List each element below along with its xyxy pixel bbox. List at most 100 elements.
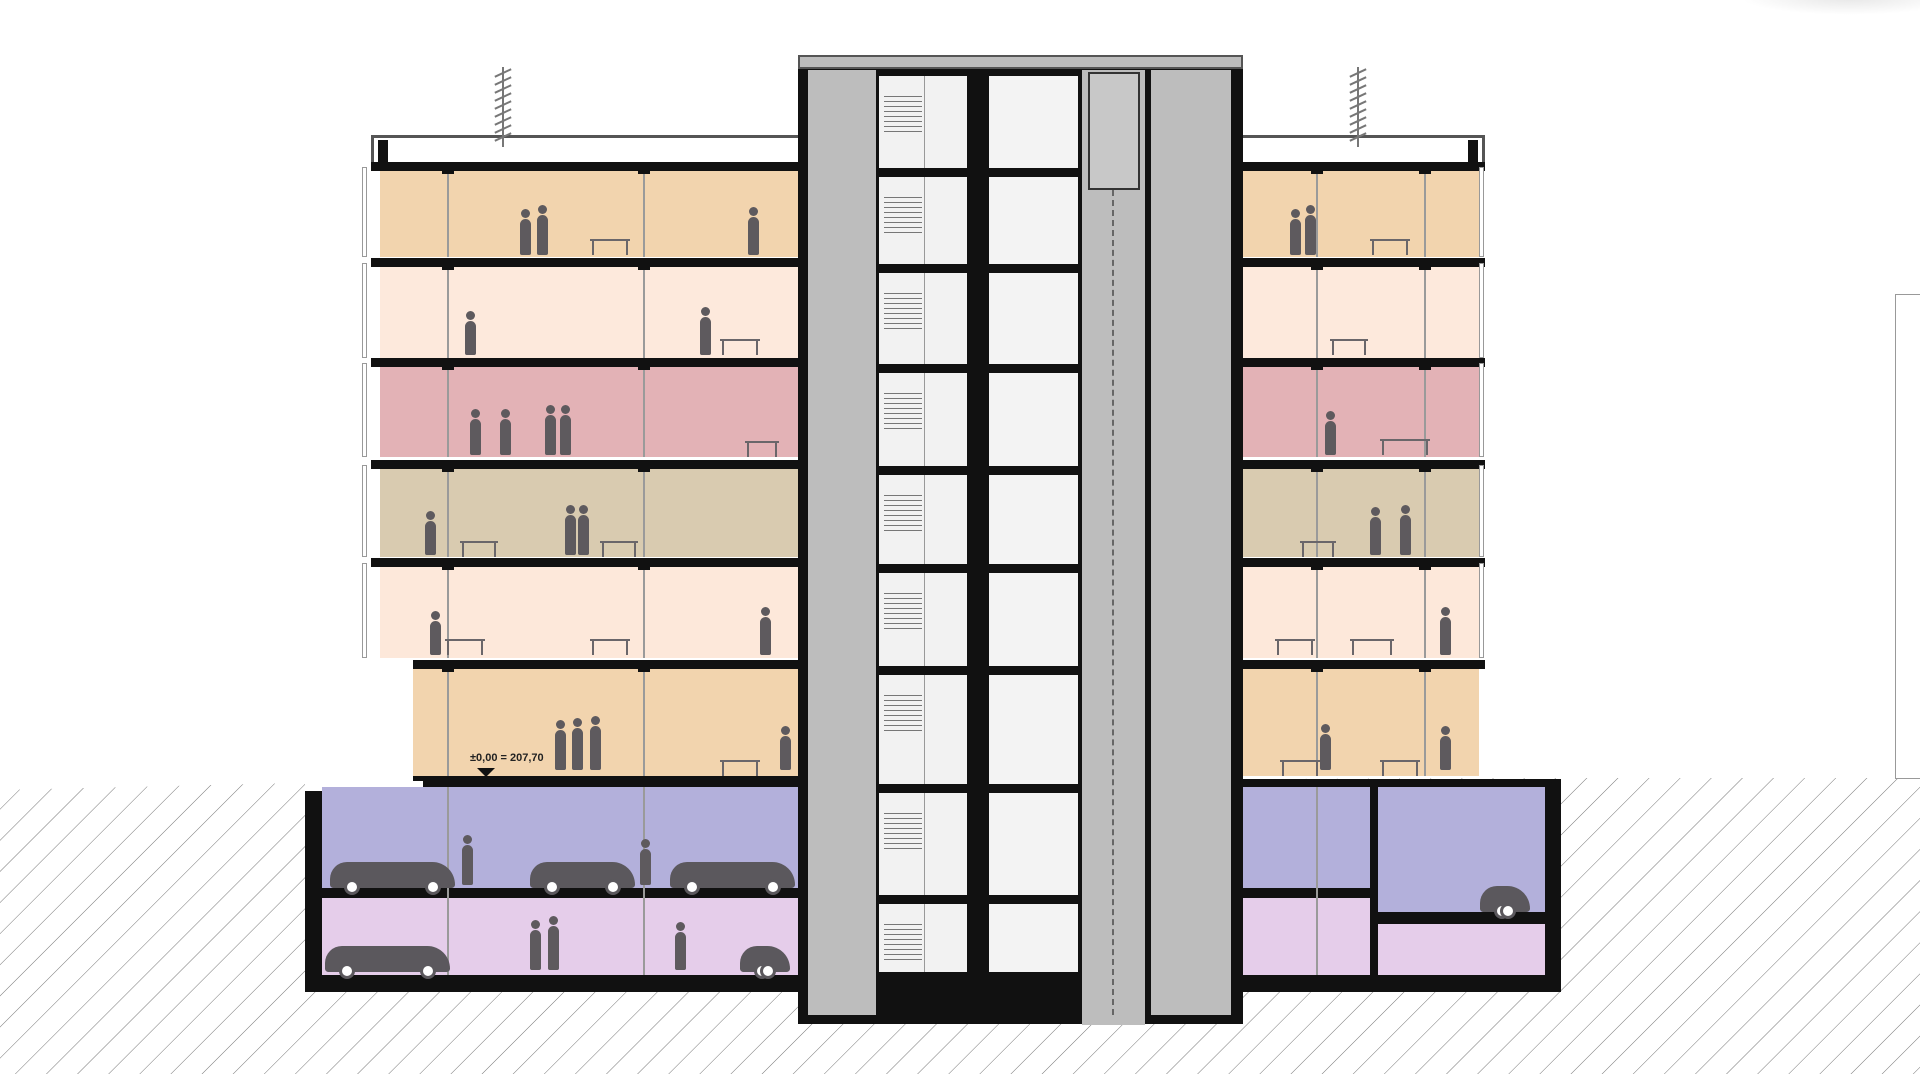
room-right-b1 [1239,787,1370,888]
column [1419,162,1431,174]
mullion [447,469,449,557]
stair-step [884,828,922,829]
lift-lobby [989,177,1078,264]
person-silhouette [545,405,556,455]
stair-step [884,730,922,731]
column [1419,558,1431,570]
room-right-floor_2 [1239,567,1479,658]
stair-step [884,428,922,429]
slab-left [371,162,802,171]
stair-step [884,323,922,324]
table-silhouette [1330,339,1368,355]
person-silhouette [1370,507,1381,555]
car-silhouette [530,862,635,895]
room-right-floor_5 [1239,267,1479,358]
stair-step [884,603,922,604]
stair-divider [924,475,925,564]
stair-divider [924,675,925,784]
mullion [1424,669,1426,776]
mullion [447,367,449,457]
stair-bay [879,475,967,564]
table-silhouette [720,339,760,355]
column [1419,460,1431,472]
stair-step [884,308,922,309]
table-silhouette [1280,760,1320,776]
facade-left [362,263,367,358]
stair-step [884,131,922,132]
stair-step [884,202,922,203]
stair-step [884,495,922,496]
person-silhouette [425,511,436,555]
parapet-left [378,140,388,168]
slab-right [1239,660,1485,669]
column [1311,460,1323,472]
person-silhouette [700,307,711,355]
slab-left [371,358,802,367]
mullion [1316,367,1318,457]
column [638,162,650,174]
person-silhouette [465,311,476,355]
column [638,358,650,370]
person-silhouette [572,718,583,770]
stair-step [884,212,922,213]
mullion [1316,469,1318,557]
stair-step [884,393,922,394]
mullion [1424,567,1426,658]
column [442,558,454,570]
facade-left [362,465,367,557]
stair-step [884,403,922,404]
stair-step [884,525,922,526]
stair-step [884,111,922,112]
column [638,460,650,472]
stair-step [884,207,922,208]
table-silhouette [1380,439,1430,455]
car-silhouette [330,862,455,895]
facade-right [1479,167,1484,257]
stair-step [884,823,922,824]
stair-bay [879,177,967,264]
person-silhouette [578,505,589,555]
column [1419,660,1431,672]
stair-step [884,408,922,409]
stair-divider [924,904,925,972]
stair-step [884,939,922,940]
core-wall-left [808,70,876,1015]
stair-step [884,710,922,711]
stair-step [884,593,922,594]
stair-step [884,298,922,299]
mullion [643,367,645,457]
lift-lobby [989,573,1078,666]
table-silhouette [1370,239,1410,255]
mullion [643,567,645,658]
mullion [1316,669,1318,776]
person-silhouette [640,839,651,885]
lift-cable [1112,190,1114,1015]
stair-step [884,944,922,945]
slab-right [1239,258,1485,267]
stair-bay [879,373,967,466]
stair-divider [924,373,925,466]
stair-step [884,725,922,726]
mullion [1424,171,1426,257]
table-silhouette [445,639,485,655]
mullion [1316,567,1318,658]
lift-car [1088,72,1140,190]
stair-step [884,695,922,696]
stair-bay [879,904,967,972]
stair-bay [879,793,967,895]
person-silhouette [555,720,566,770]
room-left-floor_2 [380,567,802,658]
person-silhouette [1400,505,1411,555]
lift-lobby [989,904,1078,972]
facade-right [1479,263,1484,358]
column [442,358,454,370]
facade-right [1479,363,1484,457]
room-left-floor_6 [380,171,802,257]
table-silhouette [720,760,760,776]
mullion [447,669,449,776]
facade-left [362,363,367,457]
stair-step [884,293,922,294]
table-silhouette [460,541,498,557]
lift-lobby [989,475,1078,564]
stair-step [884,217,922,218]
